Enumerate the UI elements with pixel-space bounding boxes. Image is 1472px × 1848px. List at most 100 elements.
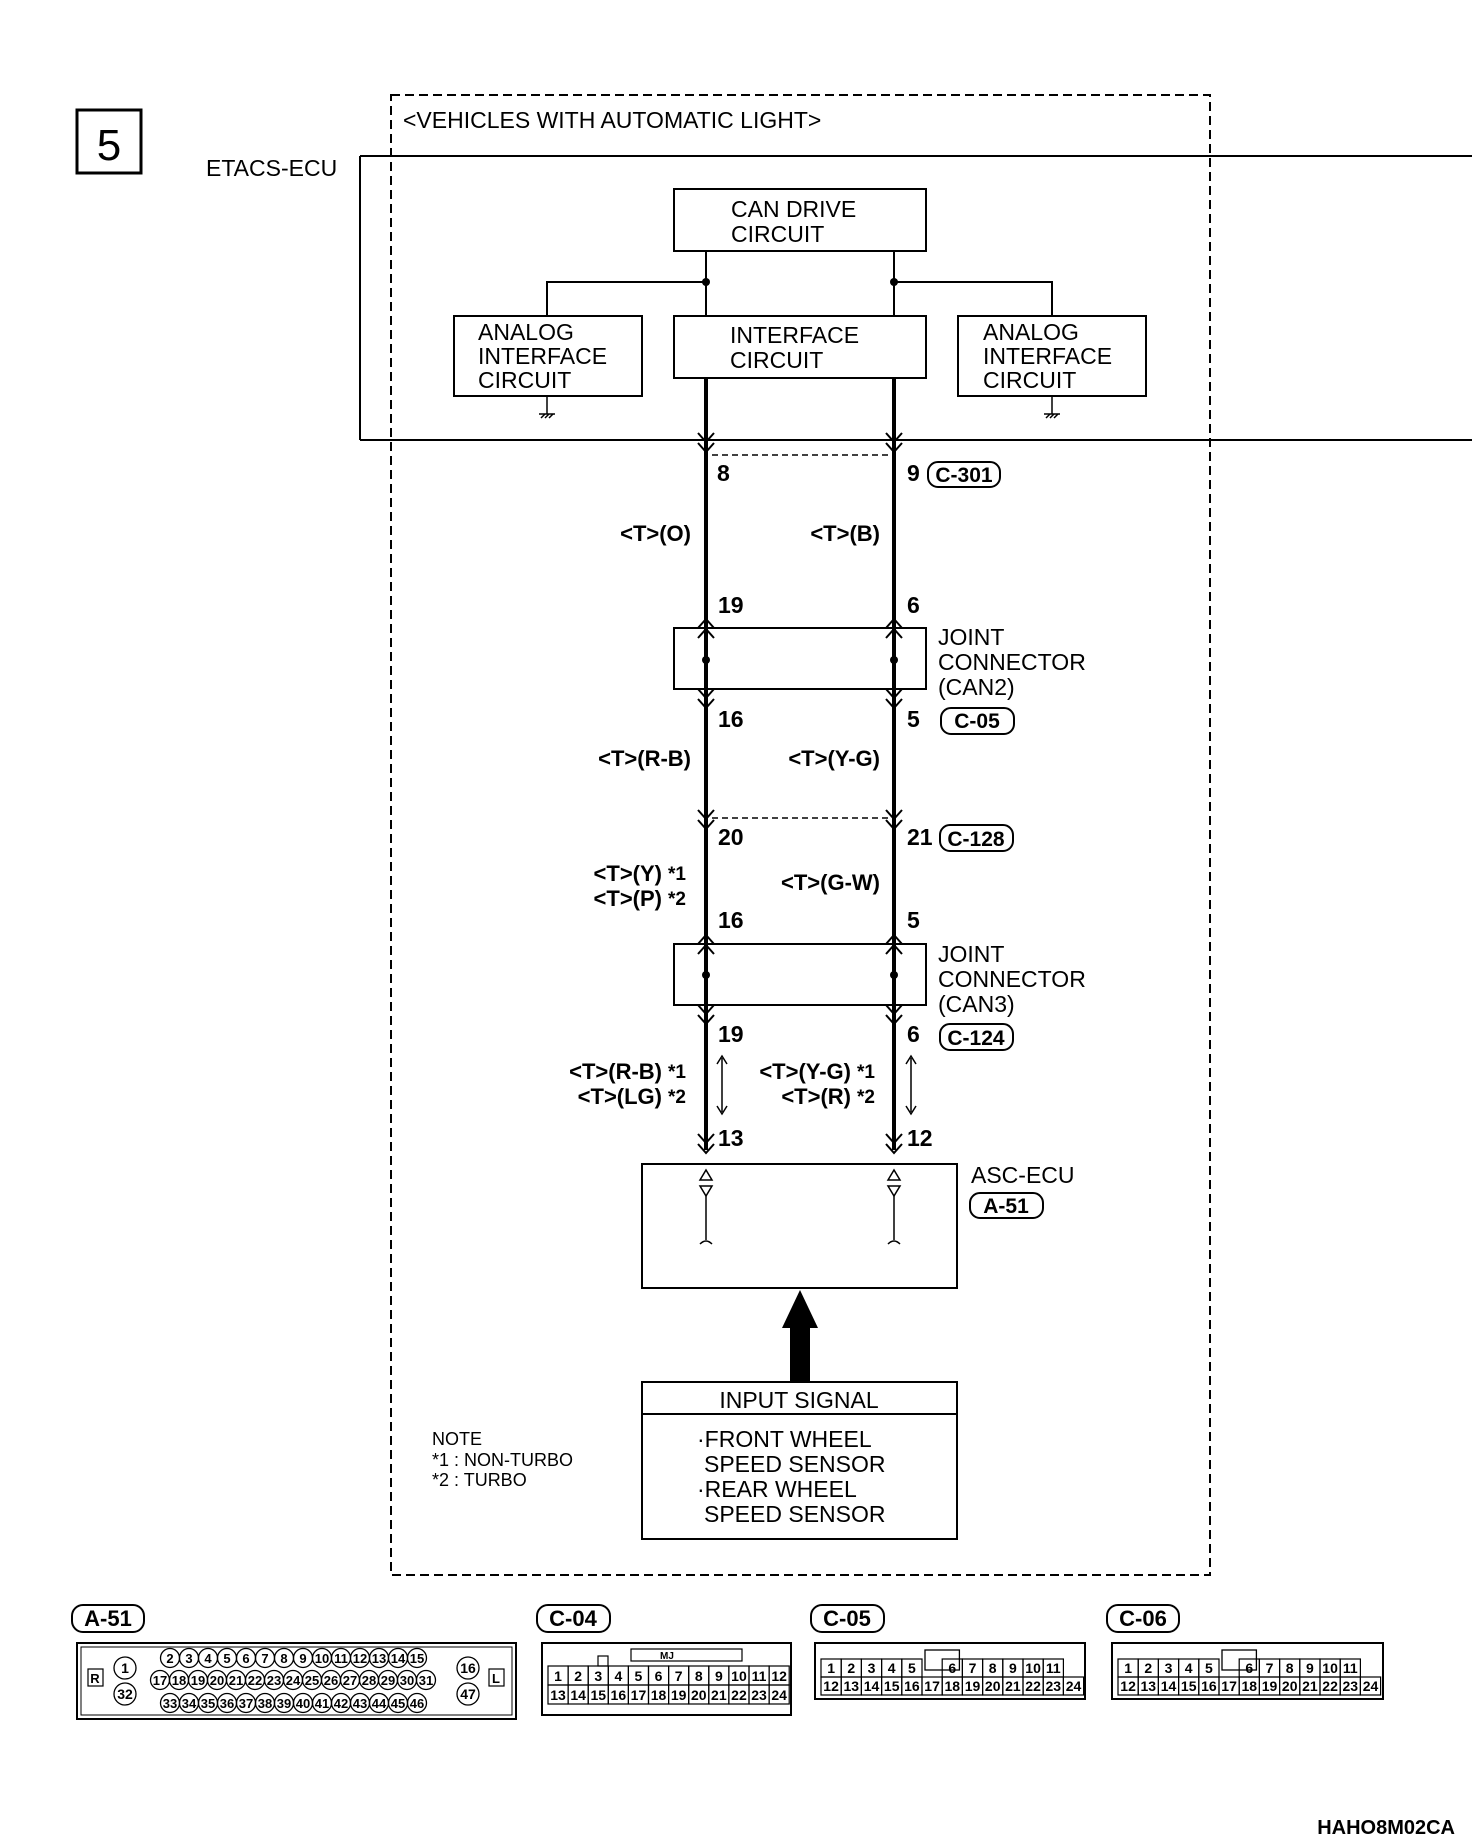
footnote-mark-1: *1 (668, 864, 686, 885)
asc-ecu-label: ASC-ECU (971, 1162, 1075, 1188)
pin-number: 14 (391, 1651, 406, 1666)
pin-number: 11 (1046, 1660, 1061, 1676)
pin-number: 24 (1363, 1678, 1379, 1694)
pin-number: 20 (985, 1678, 1001, 1694)
pin-number: 18 (945, 1678, 961, 1694)
pin-number: 7 (1266, 1660, 1274, 1676)
pin-number: 22 (1322, 1678, 1338, 1694)
joint-can2-line-2: CONNECTOR (938, 649, 1086, 675)
pin-number: 36 (220, 1696, 234, 1711)
joint-can3-line-3: (CAN3) (938, 991, 1015, 1017)
pin-number: 32 (117, 1686, 133, 1702)
a51-side-right: L (492, 1671, 500, 1686)
pin-number: 9 (1306, 1660, 1314, 1676)
input-signal-arrow-icon (782, 1290, 818, 1382)
pin-socket (406, 1647, 428, 1669)
pin-number: 8 (1286, 1660, 1294, 1676)
input-signal-line-4: SPEED SENSOR (704, 1501, 886, 1527)
figure-number: 5 (75, 108, 143, 175)
pin-number: 4 (614, 1668, 622, 1684)
pin-number: 7 (969, 1660, 977, 1676)
input-signal-block (641, 1381, 958, 1540)
pin-can3-in-left: 16 (718, 907, 744, 933)
pin-number: 13 (372, 1651, 386, 1666)
connector-id-c05: C-05 (940, 707, 1015, 735)
pin-number: 17 (1221, 1678, 1237, 1694)
connector-view-a51-label: A-51 (84, 1606, 132, 1631)
wire-seg2-left: <T>(R-B) (598, 746, 691, 771)
can-drive-circuit-block (673, 188, 927, 252)
pin-number: 5 (1205, 1660, 1213, 1676)
pin-number: 18 (651, 1687, 667, 1703)
pin-number: 29 (381, 1673, 395, 1688)
footnote-mark-2: *2 (668, 889, 686, 910)
pin-number: 1 (1124, 1660, 1132, 1676)
pin-number: 42 (334, 1696, 348, 1711)
pin-number: 23 (267, 1673, 281, 1688)
pin-number: 11 (1343, 1660, 1358, 1676)
pin-number: 13 (844, 1678, 860, 1694)
pin-number: 1 (121, 1660, 129, 1676)
pin-number: 39 (277, 1696, 291, 1711)
pin-socket (406, 1692, 428, 1714)
joint-connector-can2 (673, 627, 927, 690)
wire-seg2-right: <T>(Y-G) (788, 746, 880, 771)
pin-number: 20 (210, 1673, 224, 1688)
can-drive-line-2: CIRCUIT (731, 221, 824, 247)
connector-id-c124-text: C-124 (947, 1027, 1005, 1050)
pin-number: 45 (391, 1696, 405, 1711)
pin-number: 4 (1185, 1660, 1193, 1676)
wire-seg3-left-1: <T>(Y) (594, 861, 662, 886)
pin-cell (1359, 1676, 1382, 1696)
pin-socket (113, 1682, 137, 1706)
pin-number: 12 (771, 1668, 787, 1684)
pin-number: 10 (1025, 1660, 1041, 1676)
pin-number: 24 (286, 1673, 301, 1688)
pin-number: 33 (163, 1696, 177, 1711)
connector-id-c301-text: C-301 (935, 464, 993, 487)
pin-number: 8 (989, 1660, 997, 1676)
pin-number: 18 (172, 1673, 186, 1688)
pin-number: 1 (554, 1668, 562, 1684)
connector-id-a51-text: A-51 (983, 1195, 1029, 1218)
connector-id-c124: C-124 (939, 1023, 1014, 1051)
drawing-code: HAHO8M02CA (1317, 1817, 1455, 1839)
pin-can3-in-right: 5 (907, 907, 920, 933)
pin-number: 15 (884, 1678, 900, 1694)
footnote-mark-1: *1 (857, 1062, 875, 1083)
wire-seg4-left-1: <T>(R-B) (569, 1059, 662, 1084)
pin-c128-left: 20 (718, 824, 744, 850)
pin-number: 9 (299, 1651, 306, 1666)
pin-number: 30 (400, 1673, 414, 1688)
pin-number: 37 (239, 1696, 253, 1711)
pin-number: 20 (1282, 1678, 1298, 1694)
pin-number: 23 (751, 1687, 767, 1703)
asc-ecu-block (641, 1163, 958, 1289)
pin-number: 8 (695, 1668, 703, 1684)
vehicle-group-boundary (390, 94, 1211, 1576)
pin-number: 25 (305, 1673, 319, 1688)
connector-id-a51: A-51 (969, 1192, 1044, 1219)
pin-number: 43 (353, 1696, 367, 1711)
analog-left-line-3: CIRCUIT (478, 367, 571, 393)
pin-etacs-left: 8 (717, 460, 730, 486)
pin-number: 19 (1262, 1678, 1278, 1694)
pin-number: 34 (182, 1696, 197, 1711)
pin-can2-in-left: 19 (718, 592, 744, 618)
analog-right-line-2: INTERFACE (983, 343, 1112, 369)
figure-number-text: 5 (97, 121, 121, 170)
pin-number: 2 (847, 1660, 855, 1676)
pin-number: 2 (1144, 1660, 1152, 1676)
pin-number: 10 (1322, 1660, 1338, 1676)
pin-number: 3 (594, 1668, 602, 1684)
pin-number: 17 (631, 1687, 647, 1703)
pin-number: 46 (410, 1696, 424, 1711)
pin-asc-right: 12 (907, 1125, 933, 1151)
pin-number: 11 (334, 1651, 348, 1666)
pin-number: 27 (343, 1673, 357, 1688)
pin-number: 22 (1025, 1678, 1041, 1694)
